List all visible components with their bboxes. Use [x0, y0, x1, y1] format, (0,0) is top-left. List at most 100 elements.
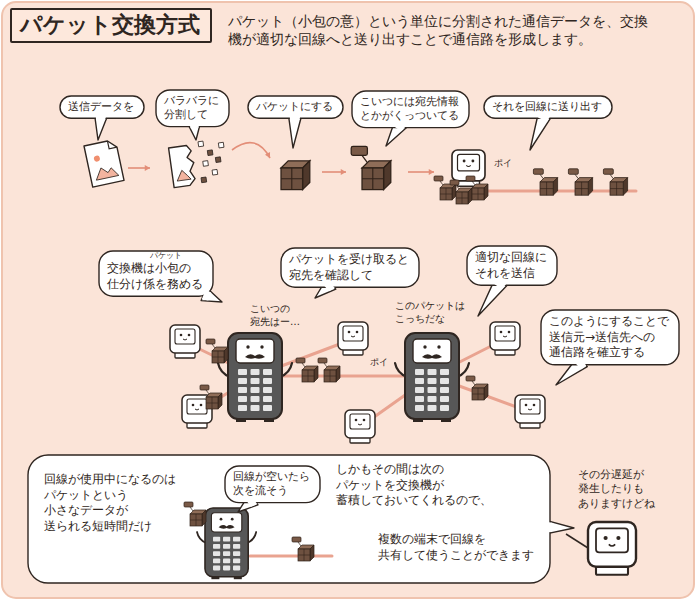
terminal-eye: [348, 331, 351, 334]
tail-joint: [96, 113, 107, 121]
switch-key: [238, 405, 247, 411]
sound-effect: ポイ: [370, 357, 390, 369]
bubble-text: このようにすることで 送信元→送信先への 通信路を確立する: [549, 314, 671, 361]
speech-tail: [187, 121, 201, 140]
switch-key: [238, 378, 247, 384]
speech-bubble: 送信データを: [60, 96, 144, 118]
packet-seam: [456, 192, 468, 204]
switch-key: [238, 396, 247, 402]
address-tag: [296, 358, 305, 363]
packet-icon: [466, 176, 488, 200]
terminal-screen: [350, 414, 370, 429]
document-picture: [176, 169, 191, 181]
packet-icon: [206, 339, 228, 363]
terminal-eye: [363, 419, 366, 422]
data-piece: [218, 142, 224, 148]
terminal-screen: [596, 528, 628, 552]
terminal-icon: [490, 322, 520, 355]
switch-key: [415, 378, 424, 384]
terminal-eye: [508, 331, 511, 334]
switch-key: [233, 544, 240, 549]
switch-key: [213, 537, 220, 542]
switch-key: [428, 405, 437, 411]
bubble-text: 複数の端末で回線を 共有して使うことができます: [378, 532, 536, 563]
packet-seam: [610, 182, 623, 195]
terminal-icon: [515, 395, 545, 428]
aside-note: その分遅延が 発生したりも ありますけどね: [578, 468, 657, 511]
switch-eye: [437, 345, 440, 348]
packet-front: [472, 188, 484, 200]
terminal-eye: [356, 331, 359, 334]
terminal-screen: [343, 326, 363, 341]
terminal-body: [490, 322, 520, 350]
speech-bubble: 適切な回線に それを送信: [467, 246, 557, 285]
speech-note: こいつの 宛先はー…: [250, 302, 302, 328]
data-piece: [198, 141, 204, 147]
data-piece: [203, 161, 209, 167]
address-tag: [568, 169, 578, 175]
switch-key: [233, 551, 240, 556]
speech-bubble: こいつには宛先情報 とかがくっついてる: [352, 91, 469, 128]
switch-key: [440, 405, 449, 411]
bubble-text: 回線が空いたら 次を流そう: [233, 470, 312, 499]
tail-joint: [290, 113, 301, 120]
tag-string: [456, 185, 459, 189]
switch-eye: [220, 518, 223, 521]
pointer-stick: [566, 534, 588, 548]
terminal-mouth: [528, 409, 532, 410]
switch-key: [223, 566, 230, 571]
packet-side: [310, 545, 314, 561]
packet-front: [456, 192, 468, 204]
terminal-eye: [355, 419, 358, 422]
document-fragment: [169, 145, 197, 188]
tag-string: [324, 363, 327, 367]
packet-side: [588, 178, 592, 196]
arrow-head: [341, 169, 346, 175]
switch-key: [238, 387, 247, 393]
terminal-body: [345, 410, 375, 438]
packet-side: [623, 178, 627, 196]
packet-icon: [603, 169, 627, 195]
tag-string: [298, 542, 301, 546]
packet-seam: [298, 549, 310, 561]
address-tag: [450, 180, 459, 185]
terminal-body: [170, 325, 200, 353]
packet-side: [336, 366, 340, 382]
bubble-text: パケットにする: [256, 100, 335, 114]
packet-side: [384, 161, 391, 190]
packet-front: [190, 514, 202, 526]
switch-key: [440, 378, 449, 384]
tag-string: [206, 390, 209, 394]
switch-key: [428, 378, 437, 384]
bubble-text: 適切な回線に それを送信: [475, 250, 549, 281]
switch-key: [415, 387, 424, 393]
arrow-head: [145, 165, 150, 171]
speech-note: このパケットは こっちだな: [395, 299, 467, 325]
speech-bubble: 回線が空いたら 次を流そう: [225, 466, 320, 503]
packet-side: [303, 161, 310, 190]
switch-key: [251, 378, 260, 384]
terminal-icon: [170, 325, 200, 358]
packet-front: [575, 182, 588, 195]
terminal-eye: [471, 160, 474, 163]
bubble-layer: [28, 455, 574, 583]
packet-side: [218, 393, 222, 409]
switch-key: [415, 396, 424, 402]
bubble-outline: [99, 251, 213, 296]
packet-switch: [218, 333, 292, 422]
switch-key: [213, 551, 220, 556]
terminal-mouth: [195, 409, 199, 410]
switch-body: [228, 333, 282, 419]
terminal-icon: [338, 322, 368, 355]
terminal-screen: [187, 399, 207, 414]
switch-eye: [260, 345, 263, 348]
packet-icon: [281, 161, 310, 190]
packet-seam: [575, 182, 588, 195]
terminal-eye: [500, 331, 503, 334]
switch-key: [238, 369, 247, 375]
switch-eye: [246, 345, 249, 348]
switch-face: [211, 513, 241, 532]
document-picture: [94, 165, 119, 181]
terminal-mouth: [466, 165, 470, 166]
